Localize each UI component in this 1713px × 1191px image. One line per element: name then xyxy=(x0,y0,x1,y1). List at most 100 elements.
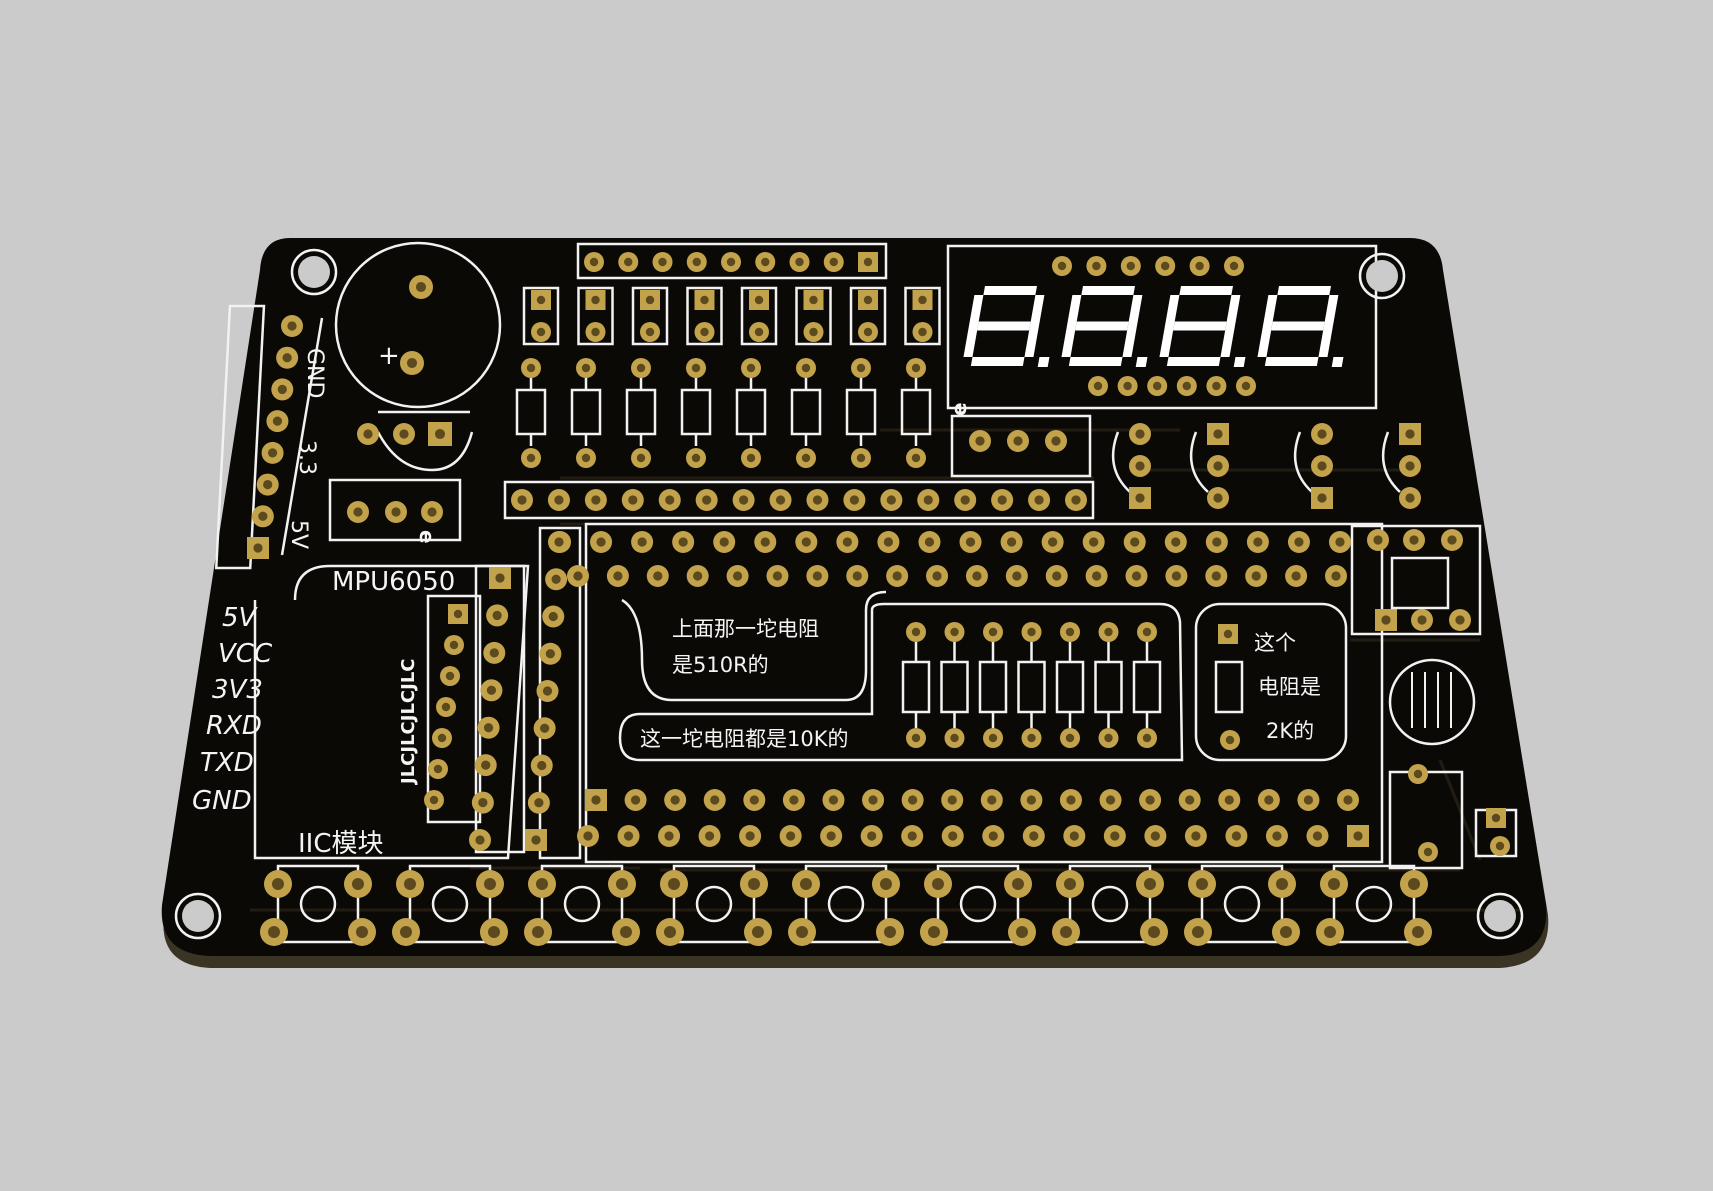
pad-hole xyxy=(1153,381,1162,391)
pad-hole xyxy=(856,453,866,463)
pad-hole xyxy=(786,831,796,841)
pad-hole xyxy=(1491,813,1501,823)
pad-hole xyxy=(702,495,712,505)
pad-hole xyxy=(434,428,446,440)
pad-hole xyxy=(911,627,921,637)
header-outline-jlc xyxy=(426,594,482,824)
pad-hole xyxy=(761,257,770,267)
pad-hole xyxy=(856,363,866,373)
pad-hole xyxy=(1060,926,1072,938)
pad-hole xyxy=(988,733,998,743)
segment xyxy=(1122,326,1137,357)
pad-hole xyxy=(636,453,646,463)
pad-hole xyxy=(1182,381,1192,391)
pad-hole xyxy=(1373,535,1383,545)
pad-hole xyxy=(475,835,485,845)
mounting-hole-icon xyxy=(298,256,330,288)
pad-hole xyxy=(987,795,997,805)
pad-hole xyxy=(1069,831,1079,841)
pad-hole xyxy=(258,511,268,521)
pad-hole xyxy=(478,797,488,808)
pad-hole xyxy=(483,723,494,733)
pad-hole xyxy=(1071,495,1081,505)
label-3v3: 3.3 xyxy=(294,440,319,475)
segment xyxy=(1127,295,1143,326)
pad-hole xyxy=(700,295,709,305)
segment xyxy=(1173,321,1227,331)
seven-segment-display xyxy=(963,286,1344,367)
pad-hole xyxy=(1027,733,1036,743)
pad-hole xyxy=(637,537,647,547)
pad-hole xyxy=(536,327,546,337)
pad-hole xyxy=(645,295,655,305)
pad-hole xyxy=(1324,926,1336,938)
pad-layer xyxy=(247,252,1510,862)
pad-hole xyxy=(445,671,455,681)
pad-hole xyxy=(486,685,497,695)
mark-e-right: e xyxy=(947,402,971,416)
pad-hole xyxy=(863,327,873,337)
tact-switch-icon xyxy=(1052,864,1168,946)
switch-outline xyxy=(1068,864,1152,944)
pad-hole xyxy=(596,537,606,547)
led-outline xyxy=(522,286,560,346)
switch-outline xyxy=(936,864,1020,944)
pad-hole xyxy=(760,537,770,547)
pad-hole xyxy=(427,507,437,517)
switch-outline xyxy=(1332,864,1416,944)
pad-hole xyxy=(801,537,811,547)
pad-hole xyxy=(287,321,297,331)
pad-hole xyxy=(947,795,957,805)
silkscreen-text: GND 3.3 5V + MPU6050 JLCJLCJLCJLC IIC模块 … xyxy=(192,341,1321,859)
pad-hole xyxy=(1057,261,1067,271)
pad-hole xyxy=(812,495,823,505)
pad-hole xyxy=(1171,571,1182,581)
segment-dot xyxy=(1331,357,1344,367)
buzzer-outline xyxy=(334,241,502,409)
switch-outline xyxy=(276,864,360,944)
pad-hole xyxy=(399,429,409,439)
pad-hole xyxy=(623,831,634,841)
pad-hole xyxy=(1192,926,1204,938)
pad-hole xyxy=(1131,571,1142,581)
pad-hole xyxy=(583,831,593,841)
note-510r-line1: 上面那一坨电阻 xyxy=(672,617,819,641)
pad-hole xyxy=(488,926,500,938)
pad-hole xyxy=(664,831,674,841)
pcb-board xyxy=(161,238,1547,956)
mounting-hole-icon xyxy=(1476,892,1524,940)
note-box-10k xyxy=(618,602,1184,762)
pad-hole xyxy=(1211,571,1221,581)
pad-hole xyxy=(726,257,736,267)
led-outline xyxy=(849,286,887,346)
pad-hole xyxy=(1026,795,1036,805)
switch-button xyxy=(1355,885,1393,923)
pad-hole xyxy=(449,640,459,650)
pad-hole xyxy=(534,798,544,808)
pad-hole xyxy=(272,416,283,426)
seven-segment-outline xyxy=(946,244,1378,410)
switch-button xyxy=(431,885,469,923)
pad-hole xyxy=(1126,261,1136,271)
pad-hole xyxy=(772,571,783,581)
pad-hole xyxy=(960,495,970,505)
pad-hole xyxy=(809,295,818,305)
pad-hole xyxy=(665,495,675,505)
segment xyxy=(1159,326,1174,357)
pad-hole xyxy=(636,363,646,373)
pad-hole xyxy=(363,429,373,439)
pad-hole xyxy=(1093,381,1103,391)
mounting-hole-icon xyxy=(1366,260,1398,292)
pad-hole xyxy=(1130,537,1140,547)
segment xyxy=(1323,295,1339,326)
pad-hole xyxy=(829,257,838,267)
header-outline-16 xyxy=(503,480,1095,520)
pad-hole xyxy=(526,363,536,373)
transistor-outline xyxy=(1381,431,1401,493)
pad-hole xyxy=(536,295,546,305)
resistor-body xyxy=(1214,660,1244,714)
pad-hole xyxy=(911,733,921,743)
pad-hole xyxy=(1016,926,1028,938)
pad-hole xyxy=(1064,878,1076,890)
pad-hole xyxy=(1065,627,1075,637)
